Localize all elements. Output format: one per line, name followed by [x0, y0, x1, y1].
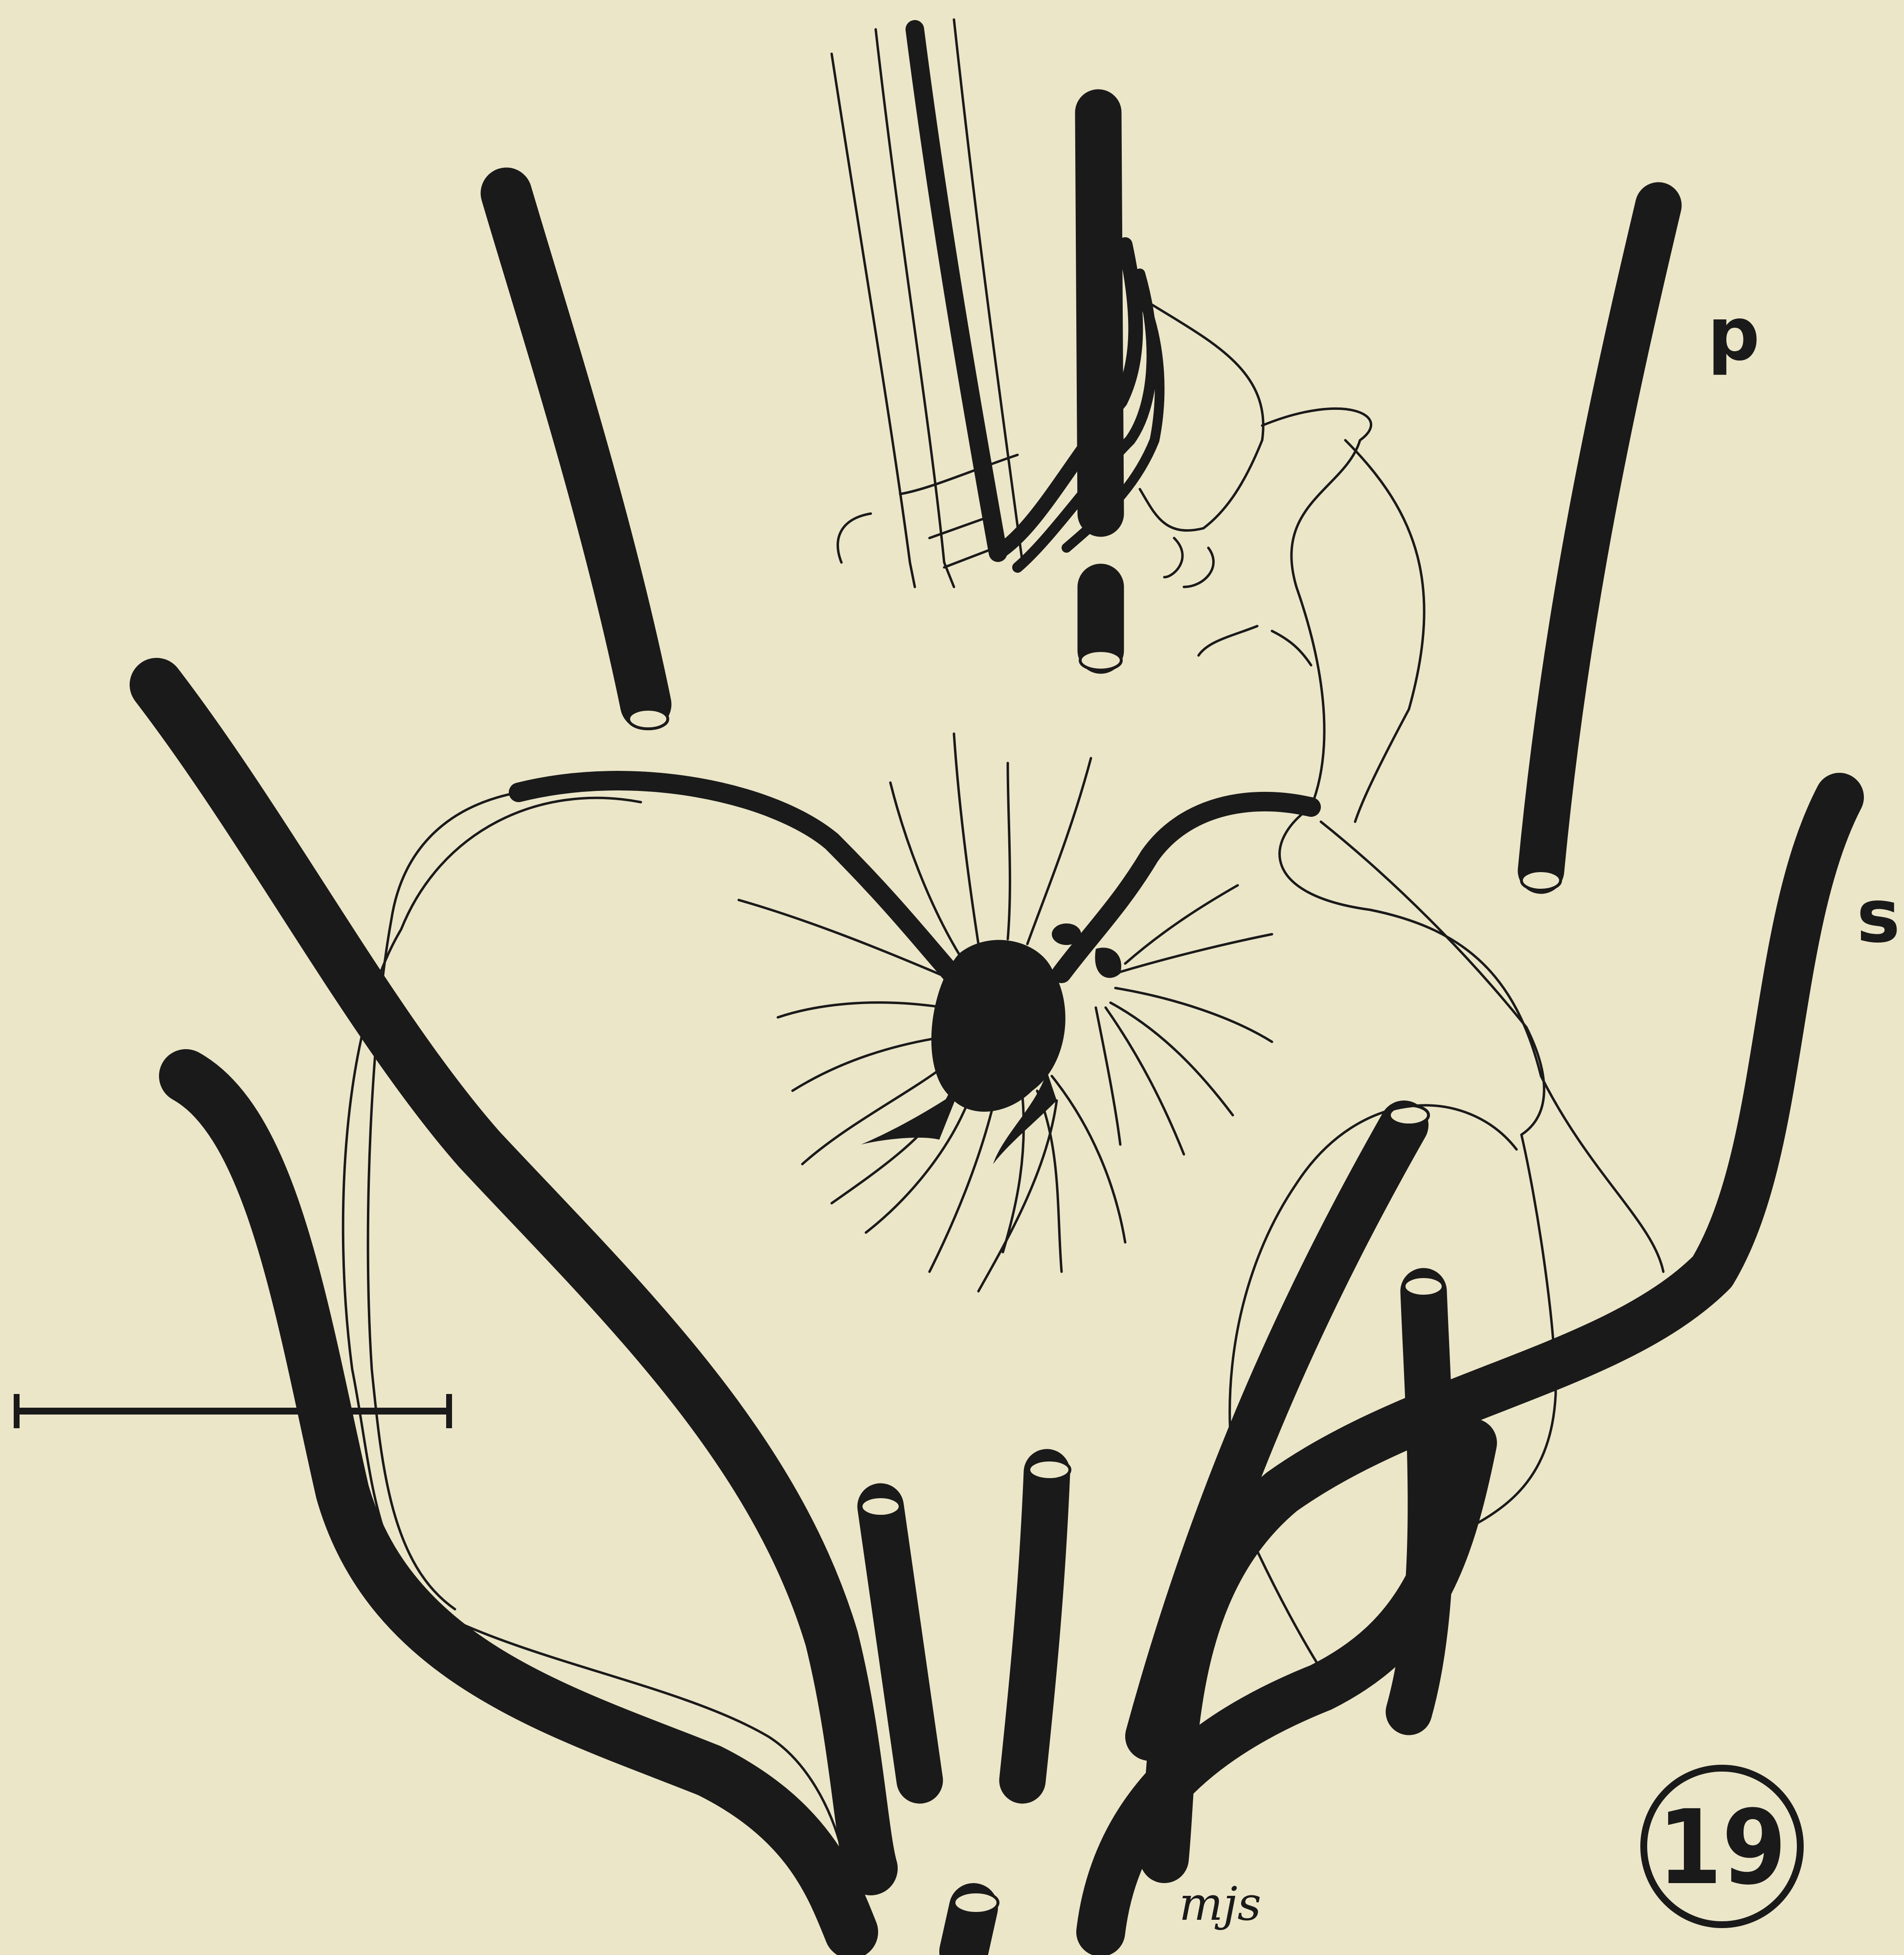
fiber-end-cap: [861, 1497, 900, 1516]
fiber-p: [1541, 205, 1658, 871]
fiber-end-cap: [629, 709, 668, 729]
fiber-stub-center-right: [1022, 1472, 1047, 1780]
fiber-end-cap: [1029, 1460, 1070, 1480]
fiber-top-center-upper: [1098, 112, 1101, 514]
label-p: p: [1707, 292, 1760, 377]
sheath-outline: [1345, 440, 1424, 822]
signature-mjs: mjs: [1179, 1877, 1261, 1931]
fiber-end-cap: [1080, 651, 1121, 670]
fiber-end-cap: [1404, 1277, 1443, 1296]
fiber-stub-center-left: [881, 1506, 920, 1780]
figure-number: 19: [1658, 1788, 1787, 1908]
label-s: s: [1857, 874, 1900, 959]
fiber-end-cap: [954, 1892, 998, 1913]
nerve-axon: [876, 29, 954, 587]
fiber-top-left: [506, 193, 646, 704]
neuron-soma-extension: [861, 1091, 959, 1145]
neuron-process-left: [519, 781, 978, 1003]
neuron-process-right: [1062, 802, 1311, 973]
nerve-axon: [832, 54, 915, 587]
neuron-nucleus-bleb: [1052, 923, 1081, 945]
loop-outline-left: [343, 798, 841, 1849]
sheath-outline: [1199, 626, 1311, 665]
figure-number-badge: 19: [1644, 1768, 1800, 1925]
scale-bar: [15, 1394, 450, 1428]
loop-outline-right: [1321, 822, 1544, 1135]
fiber-end-cap: [1521, 871, 1561, 890]
